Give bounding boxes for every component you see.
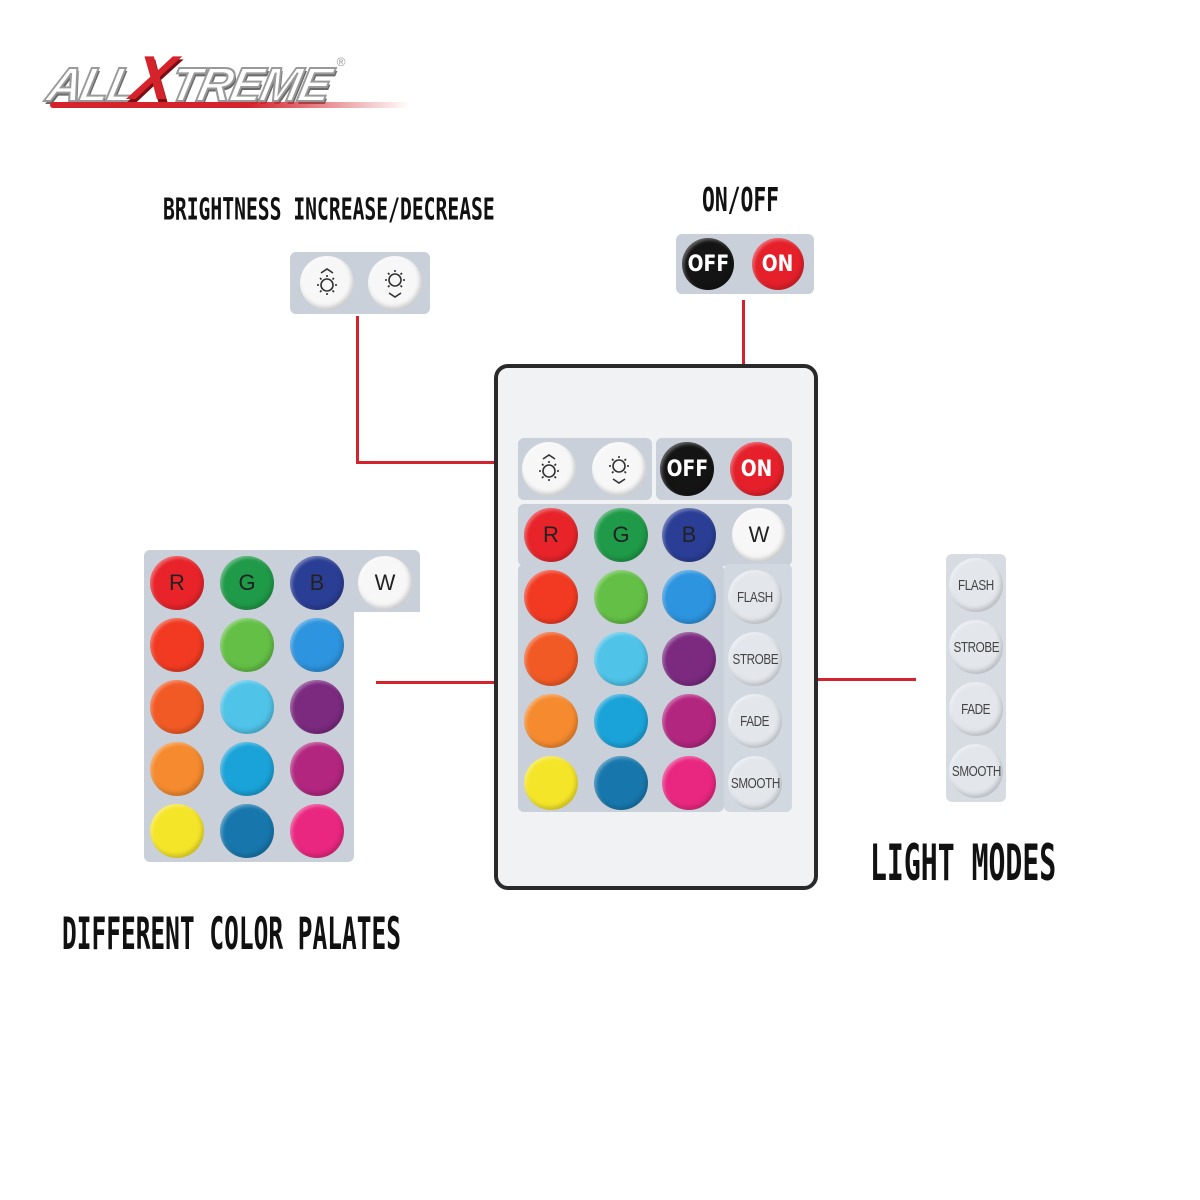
remote-color-key-2-2[interactable] <box>594 632 648 686</box>
color-key-1-1[interactable] <box>150 618 204 672</box>
on-button[interactable]: ON <box>752 238 804 290</box>
remote-smooth-label: SMOOTH <box>730 774 780 792</box>
on-label: ON <box>762 251 794 277</box>
remote-smooth-button[interactable]: SMOOTH <box>728 756 782 810</box>
white-button[interactable]: W <box>358 556 412 610</box>
green-button[interactable]: G <box>220 556 274 610</box>
remote-on-button[interactable]: ON <box>730 442 784 496</box>
remote-color-key-4-2[interactable] <box>594 756 648 810</box>
modes-heading: LIGHT MODES <box>870 834 1057 893</box>
brightness-down-button[interactable] <box>368 256 422 310</box>
color-key-4-3[interactable] <box>290 804 344 858</box>
brightness-down-icon <box>385 270 405 298</box>
remote-flash-label: FLASH <box>737 588 773 606</box>
remote-fade-label: FADE <box>740 712 770 730</box>
remote-green-button[interactable]: G <box>594 508 648 562</box>
color-key-2-3[interactable] <box>290 680 344 734</box>
connector-modes <box>786 678 916 681</box>
remote-color-key-2-3[interactable] <box>662 632 716 686</box>
color-key-4-1[interactable] <box>150 804 204 858</box>
brightness-up-icon <box>539 454 559 481</box>
remote-blue-button[interactable]: B <box>662 508 716 562</box>
remote-red-label: R <box>543 522 559 547</box>
remote-green-label: G <box>612 522 630 547</box>
light-modes-panel: FLASH STROBE FADE SMOOTH <box>946 554 1006 802</box>
blue-button[interactable]: B <box>290 556 344 610</box>
onoff-callout-panel: OFF ON <box>676 234 814 294</box>
remote-color-key-3-2[interactable] <box>594 694 648 748</box>
strobe-button[interactable]: STROBE <box>949 620 1003 674</box>
fade-label: FADE <box>961 700 991 718</box>
blue-label: B <box>309 570 325 595</box>
remote-color-key-1-3[interactable] <box>662 570 716 624</box>
remote-red-button[interactable]: R <box>524 508 578 562</box>
brightness-up-icon <box>317 268 337 295</box>
brand-logo: ALL X TREME ® <box>41 44 346 113</box>
connector-brightness-vertical <box>356 316 359 464</box>
remote-color-key-2-1[interactable] <box>524 632 578 686</box>
flash-button[interactable]: FLASH <box>949 558 1003 612</box>
remote-strobe-button[interactable]: STROBE <box>728 632 782 686</box>
remote-strobe-label: STROBE <box>732 650 778 668</box>
color-key-3-1[interactable] <box>150 742 204 796</box>
color-key-1-3[interactable] <box>290 618 344 672</box>
red-button[interactable]: R <box>150 556 204 610</box>
onoff-heading: ON/OFF <box>702 182 780 220</box>
off-label: OFF <box>687 251 729 277</box>
registered-mark: ® <box>336 55 346 69</box>
color-palette-keys: R G B W <box>144 550 420 862</box>
remote-color-key-4-1[interactable] <box>524 756 578 810</box>
remote-color-key-3-1[interactable] <box>524 694 578 748</box>
logo-swoosh <box>50 102 410 108</box>
white-label: W <box>374 570 396 595</box>
remote-power-panel: OFF ON <box>656 438 792 500</box>
remote-white-button[interactable]: W <box>732 508 786 562</box>
remote-control: OFF ON R G B W FLASH STROBE <box>494 364 818 890</box>
connector-colors <box>376 681 510 684</box>
fade-button[interactable]: FADE <box>949 682 1003 736</box>
remote-brightness-up-button[interactable] <box>522 442 576 496</box>
color-key-2-2[interactable] <box>220 680 274 734</box>
color-key-4-2[interactable] <box>220 804 274 858</box>
red-label: R <box>169 570 185 595</box>
remote-color-key-4-3[interactable] <box>662 756 716 810</box>
green-label: G <box>238 570 256 595</box>
remote-off-label: OFF <box>666 456 708 482</box>
remote-color-keys: R G B W FLASH STROBE FADE <box>518 504 792 812</box>
off-button[interactable]: OFF <box>682 238 734 290</box>
brightness-heading: BRIGHTNESS INCREASE/DECREASE <box>163 192 495 227</box>
remote-fade-button[interactable]: FADE <box>728 694 782 748</box>
color-key-3-2[interactable] <box>220 742 274 796</box>
remote-color-key-3-3[interactable] <box>662 694 716 748</box>
remote-white-label: W <box>748 522 770 547</box>
remote-off-button[interactable]: OFF <box>660 442 714 496</box>
remote-brightness-down-button[interactable] <box>592 442 646 496</box>
brightness-callout-panel <box>290 252 430 314</box>
smooth-button[interactable]: SMOOTH <box>949 744 1003 798</box>
brightness-up-button[interactable] <box>300 256 354 310</box>
remote-color-key-1-1[interactable] <box>524 570 578 624</box>
remote-flash-button[interactable]: FLASH <box>728 570 782 624</box>
color-key-1-2[interactable] <box>220 618 274 672</box>
connector-brightness-horizontal <box>356 461 512 464</box>
remote-brightness-panel <box>518 438 652 500</box>
smooth-label: SMOOTH <box>951 762 1001 780</box>
flash-label: FLASH <box>958 576 994 594</box>
remote-on-label: ON <box>741 456 773 482</box>
remote-color-key-1-2[interactable] <box>594 570 648 624</box>
colors-heading: DIFFERENT COLOR PALATES <box>62 908 401 961</box>
strobe-label: STROBE <box>953 638 999 656</box>
brightness-down-icon <box>609 456 629 484</box>
color-key-3-3[interactable] <box>290 742 344 796</box>
color-key-2-1[interactable] <box>150 680 204 734</box>
remote-blue-label: B <box>681 522 697 547</box>
